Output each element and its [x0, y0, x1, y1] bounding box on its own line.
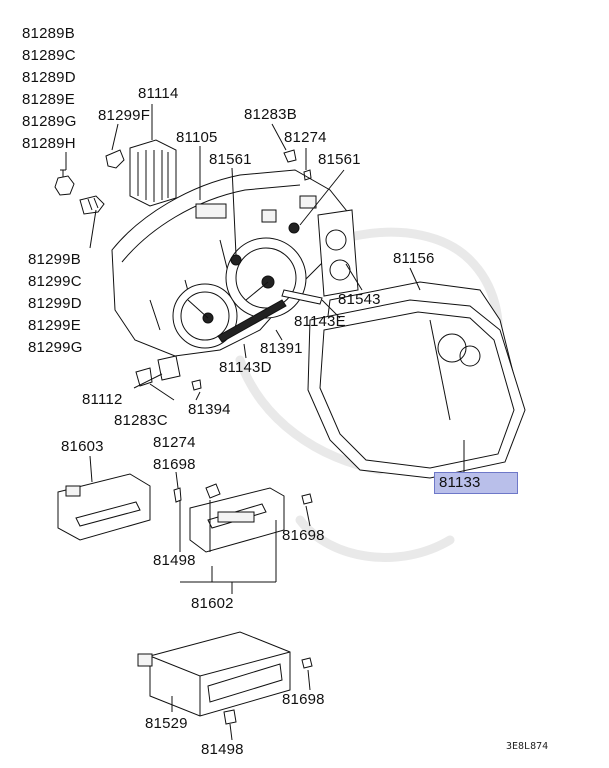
tachometer-dial-icon[interactable]: [172, 283, 238, 349]
label-81156[interactable]: 81156: [393, 250, 435, 267]
label-81391[interactable]: 81391: [260, 340, 303, 357]
screw-81698-icon[interactable]: [173, 487, 313, 669]
socket-81299f-icon[interactable]: [105, 149, 125, 169]
plate-81391-icon[interactable]: [217, 299, 287, 343]
label-81602[interactable]: 81602: [191, 595, 234, 612]
label-81112[interactable]: 81112: [82, 391, 123, 408]
screw-81274-icon[interactable]: [283, 149, 312, 181]
label-81289b[interactable]: 81289B: [22, 25, 75, 42]
label-81274-mid[interactable]: 81274: [153, 434, 196, 451]
label-81603[interactable]: 81603: [61, 438, 104, 455]
unit-81529-icon[interactable]: [137, 631, 291, 717]
label-81299e[interactable]: 81299E: [28, 317, 81, 334]
label-81299g[interactable]: 81299G: [28, 339, 83, 356]
label-81283c[interactable]: 81283C: [114, 412, 168, 429]
label-81289e[interactable]: 81289E: [22, 91, 75, 108]
label-81561-left[interactable]: 81561: [209, 151, 252, 168]
diagram-code: 3E8L874: [506, 741, 549, 752]
label-81274-top[interactable]: 81274: [284, 129, 327, 146]
label-81283b[interactable]: 81283B: [244, 106, 297, 123]
label-81289h[interactable]: 81289H: [22, 135, 76, 152]
bracket-81112-icon[interactable]: [157, 355, 181, 381]
label-81698-top[interactable]: 81698: [153, 456, 196, 473]
bulb-81299-icon[interactable]: [79, 195, 105, 215]
label-81394[interactable]: 81394: [188, 401, 231, 418]
bulb-81498-icon[interactable]: [205, 483, 237, 725]
label-81498-bottom[interactable]: 81498: [201, 741, 244, 758]
label-81289d[interactable]: 81289D: [22, 69, 76, 86]
label-81133-selected[interactable]: 81133: [434, 472, 518, 494]
label-81289c[interactable]: 81289C: [22, 47, 76, 64]
label-81299f[interactable]: 81299F: [98, 107, 151, 124]
label-81698-mid[interactable]: 81698: [282, 527, 325, 544]
label-81561-right[interactable]: 81561: [318, 151, 361, 168]
speedometer-dial-icon[interactable]: [225, 237, 307, 319]
label-81543[interactable]: 81543: [338, 291, 381, 308]
label-81529[interactable]: 81529: [145, 715, 188, 732]
reset-knob-81143e-icon[interactable]: [281, 289, 323, 305]
screw-81394-icon[interactable]: [191, 379, 202, 391]
label-81143d[interactable]: 81143D: [219, 359, 272, 376]
label-81299d[interactable]: 81299D: [28, 295, 82, 312]
clip-81289-icon[interactable]: [54, 169, 75, 196]
switch-81498-icon[interactable]: [189, 487, 285, 553]
leader-lines: [65, 104, 465, 741]
label-81698-bottom[interactable]: 81698: [282, 691, 325, 708]
label-81299b[interactable]: 81299B: [28, 251, 81, 268]
label-81498-top[interactable]: 81498: [153, 552, 196, 569]
meter-panel-81133-icon[interactable]: [307, 299, 526, 479]
fuel-temp-gauge-81543-icon[interactable]: [317, 209, 359, 297]
label-81105[interactable]: 81105: [176, 129, 218, 146]
label-81143e[interactable]: 81143E: [294, 313, 346, 330]
label-81114[interactable]: 81114: [138, 85, 179, 102]
switch-81603-icon[interactable]: [57, 473, 151, 541]
printed-circuit-81114-icon[interactable]: [129, 139, 177, 207]
label-81299c[interactable]: 81299C: [28, 273, 82, 290]
label-81289g[interactable]: 81289G: [22, 113, 77, 130]
